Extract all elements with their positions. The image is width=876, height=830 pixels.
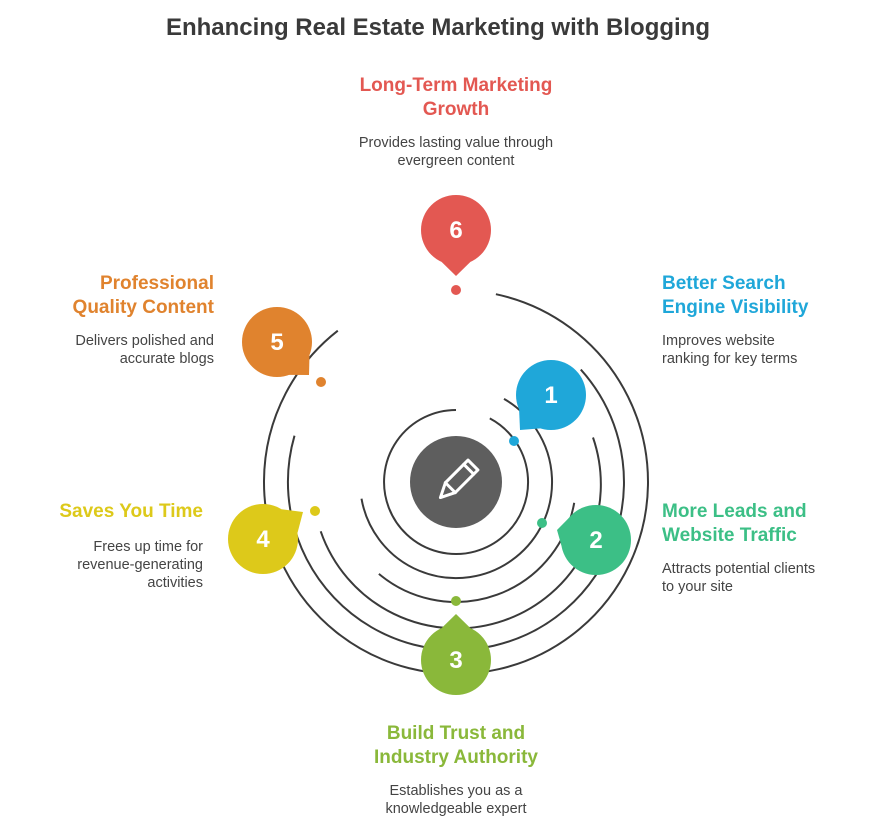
step-6-bubble-circle xyxy=(421,195,491,265)
ring-arc-2 xyxy=(287,368,625,652)
step-1-number: 1 xyxy=(544,382,557,409)
step-6-bubble: 6 xyxy=(421,195,491,276)
step-1-bubble: 1 xyxy=(516,360,586,430)
step-1-heading: Better Search Engine Visibility xyxy=(662,273,809,318)
step-5-dot xyxy=(316,377,326,387)
step-3-bubble-circle xyxy=(421,625,491,695)
step-5-heading: Professional Quality Content xyxy=(72,273,214,318)
step-1-dot xyxy=(509,436,519,446)
step-6-dot xyxy=(451,285,461,295)
step-6-number: 6 xyxy=(449,217,462,244)
step-2-description: Attracts potential clients to your site xyxy=(662,561,816,595)
step-5-number: 5 xyxy=(270,329,283,356)
center-hub xyxy=(410,436,502,528)
step-2-number: 2 xyxy=(589,527,602,554)
step-4-bubble-circle xyxy=(228,504,298,574)
page-title: Enhancing Real Estate Marketing with Blo… xyxy=(165,14,711,41)
step-3-heading: Build Trust and Industry Authority xyxy=(374,723,538,768)
step-2-bubble: 2 xyxy=(557,505,631,575)
step-1-description: Improves website ranking for key terms xyxy=(662,333,798,367)
step-2-bubble-circle xyxy=(561,505,631,575)
pencil-icon xyxy=(438,458,480,500)
step-2-dot xyxy=(537,518,547,528)
ring-arc-6 xyxy=(383,409,530,555)
step-6-heading: Long-Term Marketing Growth xyxy=(359,75,553,120)
step-4-bubble: 4 xyxy=(228,504,303,574)
step-4-number: 4 xyxy=(256,526,270,553)
ring-arc-5 xyxy=(360,398,553,580)
step-6-bubble-pointer xyxy=(441,262,471,276)
step-1-bubble-circle xyxy=(516,360,586,430)
step-5-description: Delivers polished and accurate blogs xyxy=(75,333,214,367)
step-5-bubble: 5 xyxy=(242,307,312,377)
ring-arc-1 xyxy=(262,293,649,675)
step-3-description: Establishes you as a knowledgeable exper… xyxy=(385,783,527,817)
step-4-description: Frees up time for revenue-generating act… xyxy=(77,539,203,591)
step-2-heading: More Leads and Website Traffic xyxy=(662,501,807,546)
connector-dots xyxy=(310,285,547,606)
step-3-bubble: 3 xyxy=(421,614,491,695)
step-4-dot xyxy=(310,506,320,516)
step-5-bubble-circle xyxy=(242,307,312,377)
step-4-heading: Saves You Time xyxy=(59,501,203,522)
step-6-description: Provides lasting value through evergreen… xyxy=(358,135,554,169)
step-3-bubble-pointer xyxy=(441,614,471,628)
step-3-dot xyxy=(451,596,461,606)
step-3-number: 3 xyxy=(449,647,462,674)
